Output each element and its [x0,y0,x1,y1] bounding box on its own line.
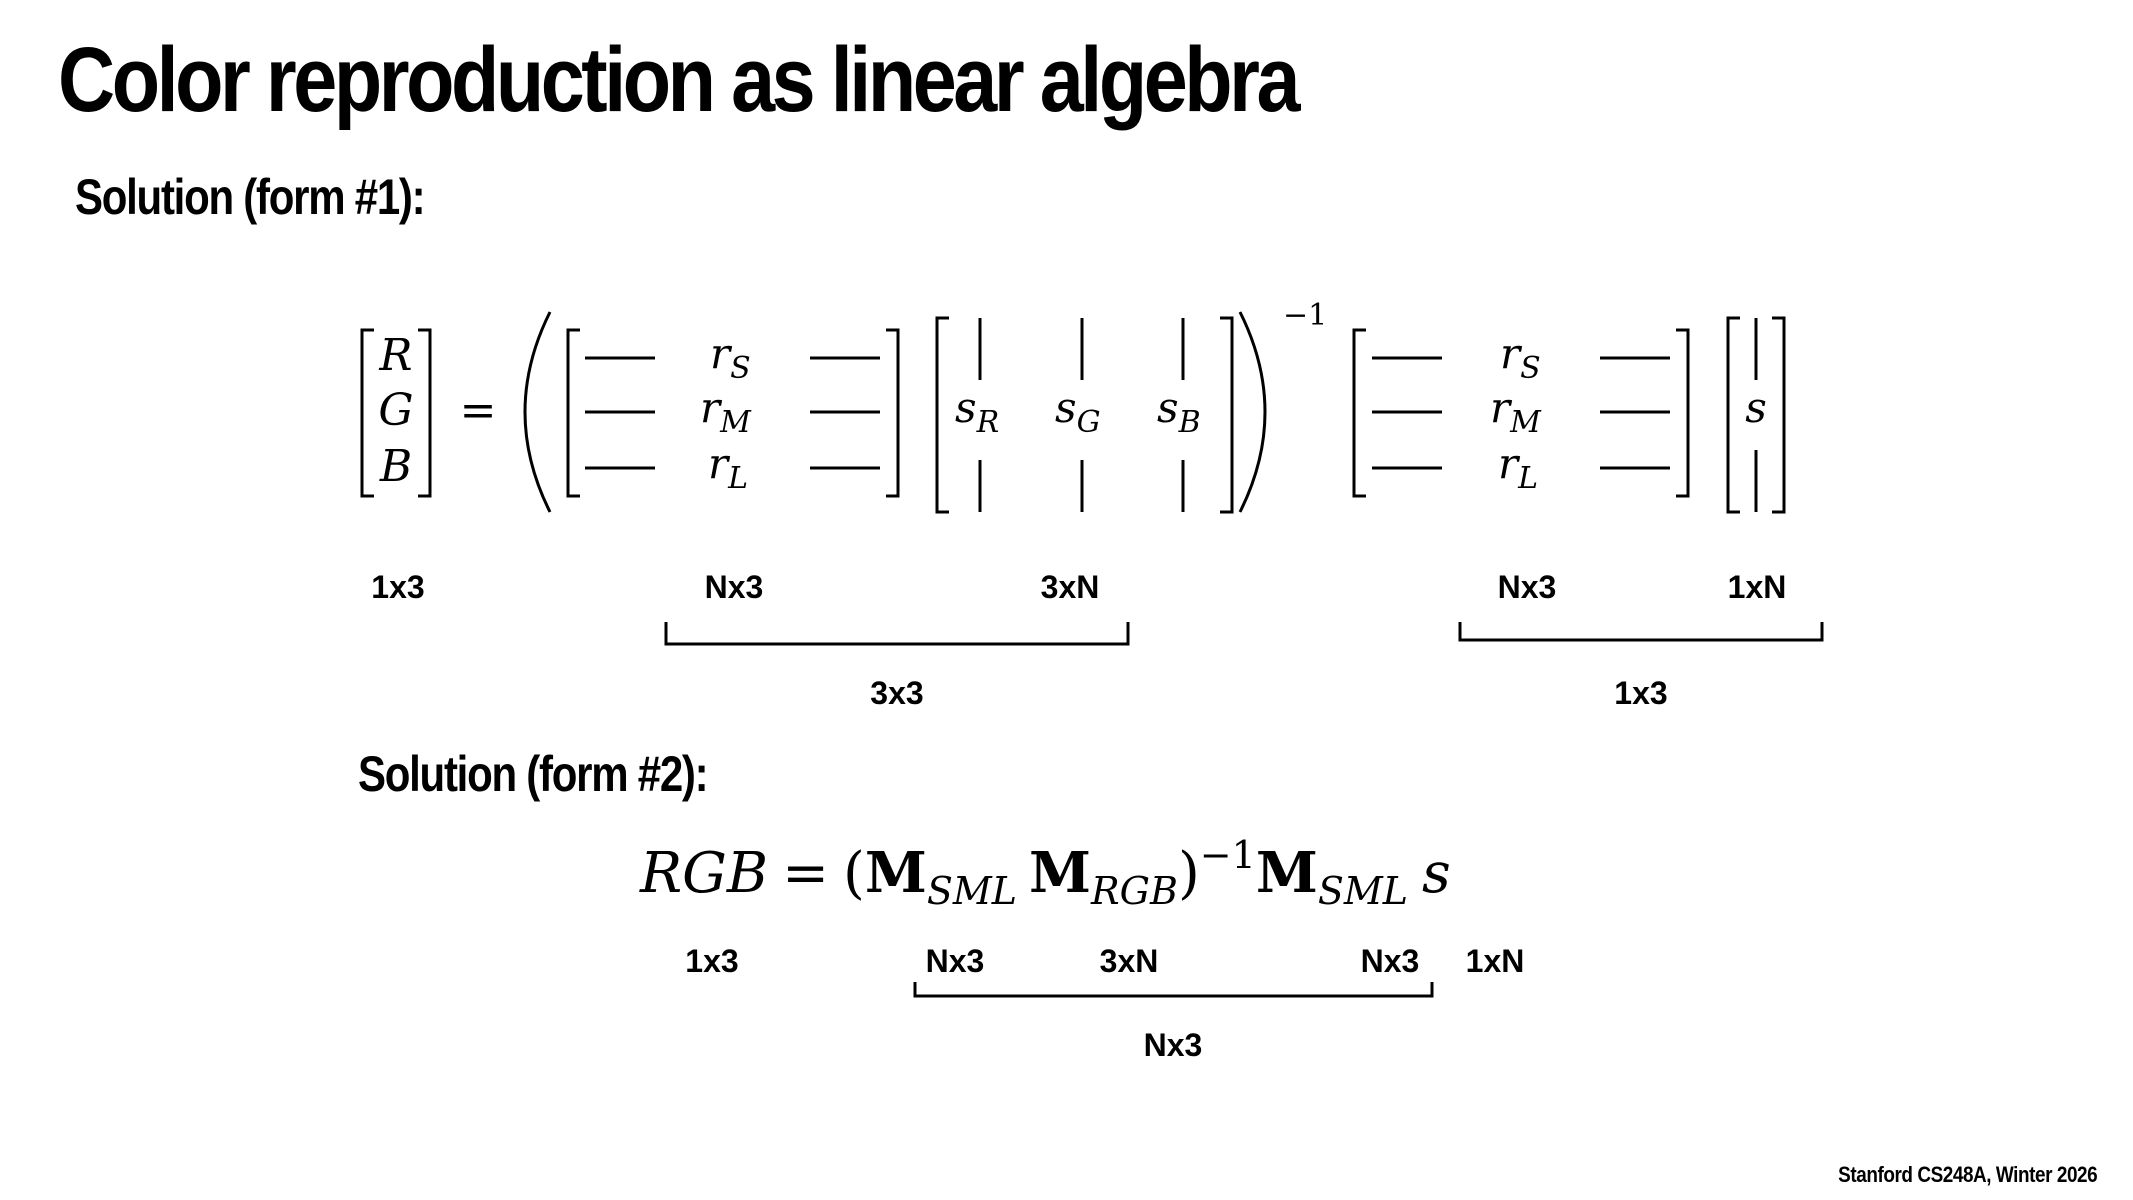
smatrix-col2: sG [1055,383,1101,440]
form1-equals: = [460,385,497,436]
dim-r1: Nx3 [705,569,764,605]
rmatrix2-left-bracket [1352,328,1366,498]
dim-svec: 1xN [1728,569,1787,605]
form2-dim-b: 3xN [1100,943,1159,979]
svec-right-bracket [1772,316,1786,514]
form2-dim-c: Nx3 [1361,943,1420,979]
big-right-paren [1238,311,1267,513]
rmatrix2-row1: rS [1500,329,1541,386]
form2-dim-d: 1xN [1466,943,1525,979]
rmatrix2-right-bracket [1676,328,1690,498]
dim-s1: 3xN [1041,569,1100,605]
footer-course: Stanford CS248A, Winter 2026 [1837,1162,2097,1187]
form2-dim-a: Nx3 [926,943,985,979]
bracket-3x3 [664,622,1130,646]
rmatrix1-row1: rS [710,329,751,386]
smatrix-left-bracket [935,316,949,514]
bracket-1x3 [1458,622,1824,642]
form2-heading: Solution (form #2): [358,746,709,802]
svec-left-bracket [1726,316,1740,514]
svec-entry: s [1745,383,1767,432]
smatrix-col3: sB [1157,383,1201,440]
dim-lhs: 1x3 [371,569,424,605]
slide-title: Color reproduction as linear algebra [58,29,1301,131]
lhs-r: R [378,330,412,381]
bracket-nx3 [913,982,1434,998]
dim-r2: Nx3 [1498,569,1557,605]
big-left-paren [523,311,552,513]
rmatrix2-row2: rM [1490,383,1542,440]
bracket-nx3-label: Nx3 [1144,1027,1203,1063]
rmatrix1-left-bracket [566,328,580,498]
smatrix-col1: sR [955,383,999,440]
rmatrix1-row3: rL [708,439,748,496]
form1-heading: Solution (form #1): [75,169,426,225]
rmatrix1-right-bracket [886,328,900,498]
lhs-right-bracket [418,328,432,498]
bracket-3x3-label: 3x3 [870,675,923,711]
rmatrix1-row2: rM [700,383,752,440]
lhs-b: B [379,441,412,492]
form2-dim-lhs: 1x3 [685,943,738,979]
rmatrix2-row3: rL [1498,439,1538,496]
form1-inverse: −1 [1283,298,1327,333]
lhs-left-bracket [360,328,374,498]
smatrix-right-bracket [1220,316,1234,514]
lhs-g: G [378,385,413,436]
bracket-1x3-label: 1x3 [1614,675,1667,711]
